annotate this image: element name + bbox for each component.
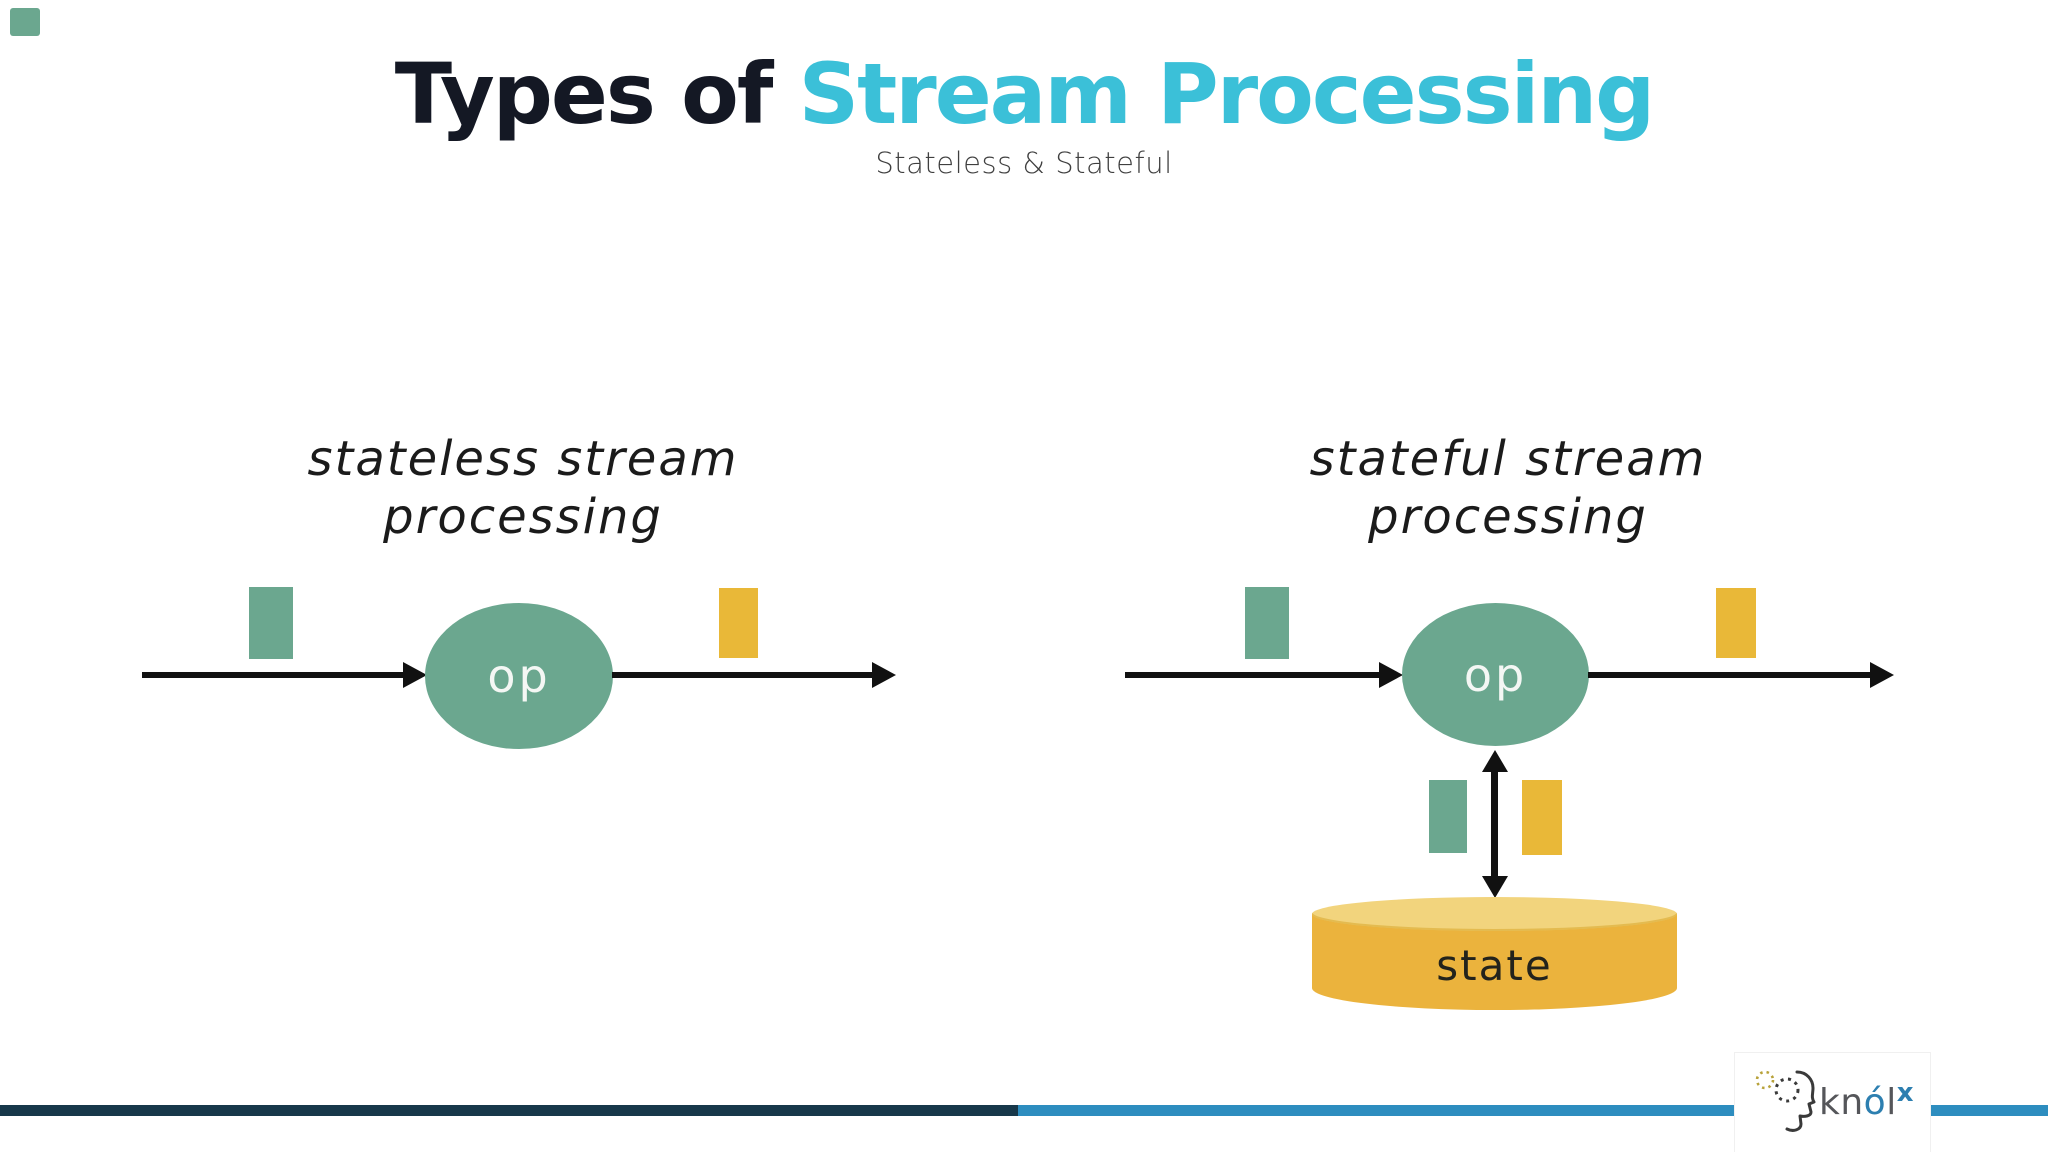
page-title: Types of Stream Processing <box>0 48 2048 140</box>
stateless-operator-label: op <box>487 649 551 703</box>
stateful-title-line2: processing <box>1368 489 1648 545</box>
stateless-input-arrowhead-icon <box>403 662 427 688</box>
state-write-record-icon <box>1522 780 1562 855</box>
stateless-output-arrow-line <box>612 672 872 678</box>
state-cylinder: state <box>1312 897 1677 1010</box>
stateful-input-arrow-line <box>1125 672 1380 678</box>
stateful-input-record-icon <box>1245 587 1289 659</box>
slide-header: Types of Stream Processing Stateless & S… <box>0 48 2048 181</box>
state-exchange-arrowhead-down-icon <box>1482 876 1508 898</box>
state-cylinder-top <box>1312 897 1677 931</box>
stateful-title-line1: stateful stream <box>1309 431 1707 487</box>
stateful-diagram-title: stateful stream processing <box>1208 430 1808 546</box>
state-exchange-arrowhead-up-icon <box>1482 750 1508 772</box>
state-exchange-arrow-line <box>1491 768 1498 880</box>
state-read-record-icon <box>1429 780 1467 853</box>
stateless-output-record-icon <box>719 588 758 658</box>
knolx-logo-text: knólx <box>1819 1078 1914 1123</box>
stateful-operator-node: op <box>1402 603 1589 746</box>
stateful-input-arrowhead-icon <box>1379 662 1403 688</box>
slide-corner-mark <box>10 8 40 36</box>
stateful-output-arrow-line <box>1588 672 1870 678</box>
stateless-title-line2: processing <box>383 489 663 545</box>
stateful-output-arrowhead-icon <box>1870 662 1894 688</box>
state-label: state <box>1436 941 1553 990</box>
stateful-operator-label: op <box>1463 647 1528 702</box>
page-title-highlight: Stream Processing <box>798 45 1656 143</box>
stateless-diagram-title: stateless stream processing <box>223 430 823 546</box>
knolx-logo-sup: x <box>1896 1078 1914 1108</box>
page-subtitle: Stateless & Stateful <box>875 146 1173 181</box>
footer-divider-blue <box>1018 1105 2048 1116</box>
stateless-title-line1: stateless stream <box>307 431 739 487</box>
page-title-prefix: Types of <box>394 45 799 143</box>
stateless-operator-node: op <box>425 603 613 749</box>
stateless-input-arrow-line <box>142 672 404 678</box>
footer-divider-dark <box>0 1105 1018 1116</box>
knolx-logo-inner: knólx <box>1751 1064 1914 1142</box>
stateful-output-record-icon <box>1716 588 1756 658</box>
stateless-input-record-icon <box>249 587 293 659</box>
knolx-head-icon <box>1755 1070 1816 1132</box>
knolx-logo: knólx <box>1735 1053 1930 1152</box>
stateless-output-arrowhead-icon <box>872 662 896 688</box>
